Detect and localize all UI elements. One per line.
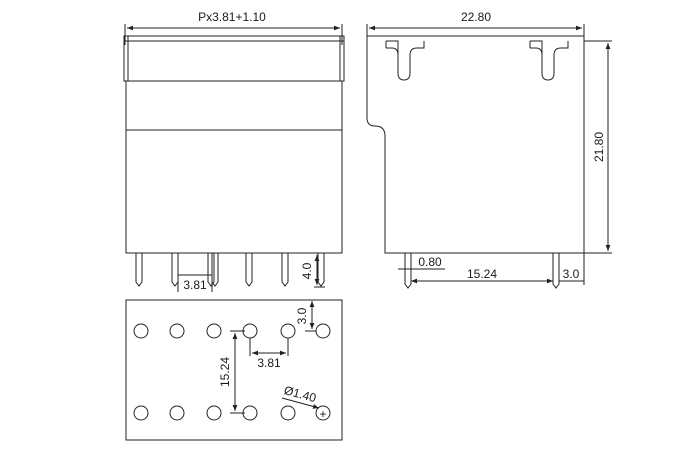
hole [206, 323, 222, 339]
side-outline [366, 35, 585, 254]
front-pin [281, 253, 289, 287]
side-view [366, 24, 612, 289]
side-height-label: 21.80 [592, 132, 606, 162]
pin-length-label: 4.0 [300, 262, 314, 279]
hole [315, 323, 331, 339]
side-pin-right [552, 253, 560, 289]
pitch-formula-label: Px3.81+1.10 [198, 10, 266, 24]
hole [242, 323, 258, 339]
front-pin [317, 253, 325, 287]
front-view [123, 24, 345, 292]
mounting-slot-left [385, 40, 425, 81]
fp-pitch-label: 3.81 [257, 356, 281, 370]
hole [280, 323, 296, 339]
footprint [125, 299, 343, 441]
front-top-rim [123, 35, 345, 82]
front-body [125, 80, 343, 254]
front-pin [171, 253, 179, 287]
front-pitch-label: 3.81 [183, 278, 207, 292]
hole [133, 323, 149, 339]
mounting-slot-right [529, 40, 569, 81]
hole [133, 405, 149, 421]
front-pin [207, 253, 215, 287]
hole [169, 405, 185, 421]
pin1-marker: + [319, 407, 326, 421]
front-pin [135, 253, 143, 287]
offset-label: 3.0 [563, 267, 580, 281]
fp-row-spacing-label: 15.24 [218, 357, 232, 387]
front-pin [211, 253, 219, 287]
hole [206, 405, 222, 421]
pin-width-label: 0.80 [418, 255, 442, 269]
diameter-leader [281, 397, 320, 409]
hole-diameter-label: Ø1.40 [282, 383, 318, 405]
front-pin [245, 253, 253, 287]
row-spacing-label: 15.24 [467, 267, 497, 281]
side-width-label: 22.80 [461, 10, 491, 24]
footprint-outline [125, 299, 343, 441]
fp-edge-label: 3.0 [295, 307, 309, 324]
side-pin-left [404, 253, 412, 289]
front-pins [135, 253, 325, 287]
hole [169, 323, 185, 339]
hole [242, 405, 258, 421]
pin1-hole [315, 405, 331, 421]
labels: Px3.81+1.10 3.81 4.0 22.80 21.80 0.80 15… [183, 10, 606, 421]
hole [280, 405, 296, 421]
